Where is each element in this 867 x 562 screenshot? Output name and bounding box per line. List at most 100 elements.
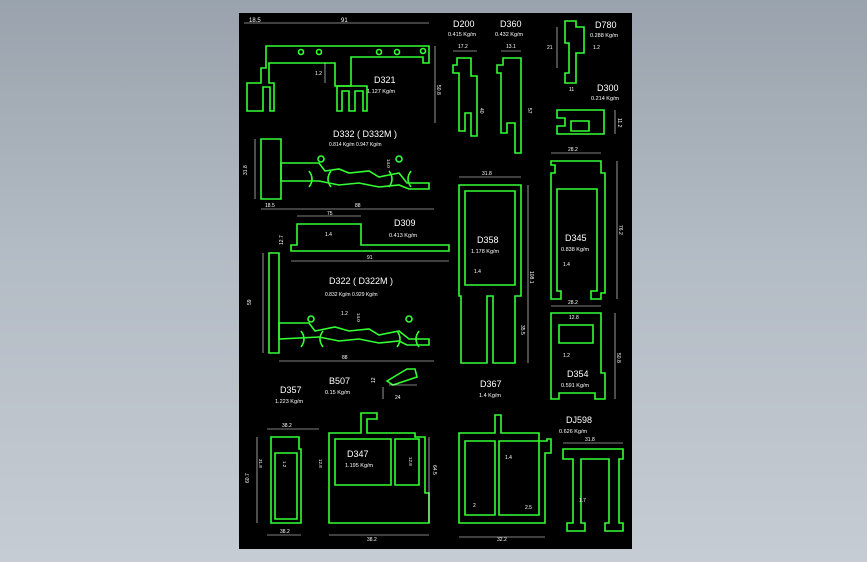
- d345-t-dim: 1.4: [563, 262, 570, 268]
- cad-drawing: 18.5 91 1.2 50.8 D321 1.127 Kg/m D200 0.…: [243, 18, 624, 543]
- b507-h-dim: 12: [371, 377, 377, 383]
- d347-weight: 1.195 Kg/m: [345, 463, 374, 469]
- profile-d200: D200 0.415 Kg/m 17.2 40: [448, 19, 484, 137]
- profile-d354: 28.2 12.8 50.8 1.2 D354 0.591 Kg/m: [550, 300, 621, 400]
- d309-t-dim: 1.4: [325, 232, 332, 238]
- d322-s-dim: 14.0: [356, 313, 361, 322]
- d332-h-dim: 31.8: [243, 165, 249, 175]
- d367-weight: 1.4 Kg/m: [479, 393, 501, 399]
- d200-code: D200: [453, 19, 475, 29]
- d345-weight: 0.838 Kg/m: [561, 247, 590, 253]
- d357-code: D357: [280, 385, 302, 395]
- d300-code: D300: [597, 83, 619, 93]
- d367-a-dim: 2: [473, 503, 476, 509]
- d321-left-dim: 18.5: [249, 18, 261, 24]
- d332-weight: 0.814 Kg/m 0.947 Kg/m: [329, 142, 382, 148]
- d357-i-dim: 1.2: [282, 461, 287, 468]
- d300-weight: 0.214 Kg/m: [591, 96, 620, 102]
- profile-d367: D367 1.4 Kg/m 1.4 2 2.5 32.2: [458, 379, 552, 543]
- d360-w-dim: 13.1: [506, 44, 516, 50]
- d321-height-dim: 50.8: [435, 85, 441, 95]
- profile-d360: D360 0.432 Kg/m 13.1 57: [495, 19, 532, 154]
- d200-h-dim: 40: [478, 108, 484, 114]
- d345-w-dim: 28.2: [568, 147, 578, 153]
- d309-h-dim: 12.7: [279, 235, 285, 245]
- d360-code: D360: [500, 19, 522, 29]
- d322-t-dim: 1.2: [341, 311, 348, 317]
- b507-code: B507: [329, 376, 350, 386]
- profile-d347: D347 1.195 Kg/m 12.8 64.5 38.2: [328, 412, 437, 543]
- d321-weight: 1.127 Kg/m: [367, 89, 396, 95]
- drawing-sheet: 18.5 91 1.2 50.8 D321 1.127 Kg/m D200 0.…: [239, 13, 632, 549]
- d322-w-dim: 88: [342, 355, 348, 361]
- dj598-code: DJ598: [566, 415, 592, 425]
- profile-d345: 28.2 76.2 1.4 D345 0.838 Kg/m: [550, 147, 623, 300]
- d357-s-dim: 31.8: [258, 459, 263, 468]
- d358-code: D358: [477, 235, 499, 245]
- d780-h-dim: 21: [547, 45, 553, 51]
- profile-d300: D300 0.214 Kg/m 11.2: [556, 83, 622, 135]
- d321-width-dim: 91: [341, 18, 348, 24]
- dj598-weight: 0.626 Kg/m: [559, 429, 588, 435]
- d345-h-dim: 76.2: [617, 225, 623, 235]
- d357-b-dim: 38.2: [280, 529, 290, 535]
- profile-d332: D332 ( D332M ) 0.814 Kg/m 0.947 Kg/m 31.…: [243, 129, 434, 210]
- dj598-t-dim: 1.7: [579, 498, 586, 504]
- d309-len-dim: 91: [367, 255, 373, 261]
- profile-dj598: DJ598 0.626 Kg/m 31.8 1.7: [559, 415, 624, 532]
- d357-h-dim: 60.7: [245, 473, 251, 483]
- dj598-w-dim: 31.8: [585, 437, 595, 443]
- profile-d780: D780 0.288 Kg/m 21 1.2 11: [547, 20, 619, 93]
- profile-b507: B507 0.15 Kg/m 12 24: [325, 368, 418, 401]
- d321-wall-dim: 1.2: [315, 71, 322, 77]
- d300-h-dim: 11.2: [616, 118, 622, 128]
- d780-code: D780: [595, 20, 617, 30]
- d358-s-dim: 35.5: [519, 325, 525, 335]
- d309-w-dim: 75: [327, 211, 333, 217]
- profile-d309: D309 0.413 Kg/m 75 1.4 91 12.7: [279, 211, 450, 262]
- d367-t-dim: 1.4: [505, 455, 512, 461]
- d358-t-dim: 1.4: [474, 269, 481, 275]
- profile-d357: D357 1.223 Kg/m 38.2 60.7 31.8 1.2 12.8 …: [245, 385, 323, 536]
- d354-t-dim: 1.2: [563, 353, 570, 359]
- d309-code: D309: [394, 218, 416, 228]
- profile-d358: 31.8 108.1 1.4 35.5 D358 1.178 Kg/m: [458, 171, 534, 364]
- d332-code: D332 ( D332M ): [333, 129, 397, 139]
- d200-weight: 0.415 Kg/m: [448, 32, 477, 38]
- d367-b-dim: 2.5: [525, 505, 532, 511]
- b507-w-dim: 24: [395, 395, 401, 401]
- d357-weight: 1.223 Kg/m: [275, 399, 304, 405]
- d367-w-dim: 32.2: [497, 537, 507, 543]
- profile-d322: D322 ( D322M ) 0.832 Kg/m 0.929 Kg/m 59 …: [247, 252, 434, 362]
- d309-weight: 0.413 Kg/m: [389, 233, 418, 239]
- d358-weight: 1.178 Kg/m: [471, 249, 500, 255]
- profile-d321: 18.5 91 1.2 50.8 D321 1.127 Kg/m: [244, 18, 441, 123]
- d780-w-dim: 1.2: [593, 45, 600, 51]
- d354-code: D354: [567, 369, 589, 379]
- d357-t-dim: 38.2: [282, 423, 292, 429]
- d347-w-dim: 38.2: [367, 537, 377, 543]
- d332-t-dim: 14.0: [386, 159, 391, 168]
- d345-code: D345: [565, 233, 587, 243]
- d780-b-dim: 11: [569, 87, 574, 93]
- d347-code: D347: [347, 449, 369, 459]
- d354-w-dim: 28.2: [568, 300, 578, 306]
- d354-i-dim: 12.8: [569, 315, 579, 321]
- d321-code: D321: [374, 75, 396, 85]
- d322-code: D322 ( D322M ): [329, 276, 393, 286]
- d780-weight: 0.288 Kg/m: [590, 33, 619, 39]
- d322-h-dim: 59: [247, 299, 253, 305]
- d354-weight: 0.591 Kg/m: [561, 383, 590, 389]
- d358-w-dim: 31.8: [482, 171, 492, 177]
- d200-w-dim: 17.2: [458, 44, 468, 50]
- d358-h-dim: 108.1: [528, 271, 534, 284]
- d347-h-dim: 64.5: [431, 465, 437, 475]
- d332-w-dim: 88: [355, 203, 361, 209]
- d360-weight: 0.432 Kg/m: [495, 32, 524, 38]
- d347-i-dim: 12.8: [408, 457, 413, 466]
- d322-weight: 0.832 Kg/m 0.929 Kg/m: [325, 292, 378, 298]
- d357-r-dim: 12.8: [318, 459, 323, 468]
- d360-h-dim: 57: [526, 108, 532, 114]
- d354-h-dim: 50.8: [615, 353, 621, 363]
- b507-weight: 0.15 Kg/m: [325, 390, 350, 396]
